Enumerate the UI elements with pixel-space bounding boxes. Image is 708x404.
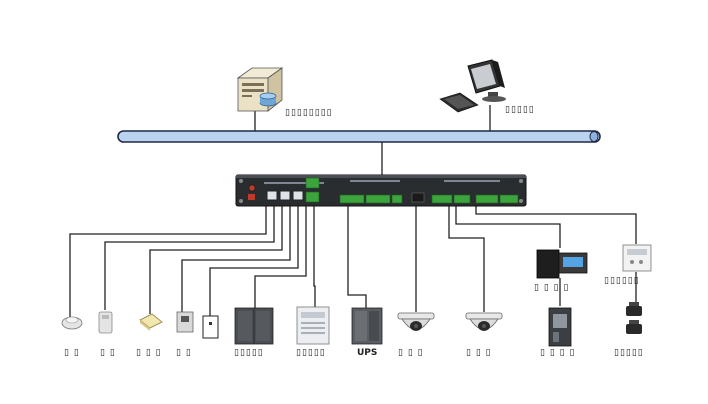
temp-humidity-sensor-icon [139, 313, 163, 331]
infrared-detector-icon [202, 315, 219, 339]
dome-camera-icon-2 [465, 312, 503, 331]
link-access [455, 205, 561, 248]
door-sensor-label: ▯ ▯ [176, 348, 192, 358]
network-bus [117, 130, 601, 143]
access-controller-icon [536, 249, 588, 279]
smoke-detector-label: ▯ ▯ [64, 348, 80, 358]
link-camera-right [448, 205, 485, 312]
power-meter-label: ▯▯▯▯▯▯ [604, 276, 640, 286]
access-lock-icon [548, 307, 572, 347]
link-water [104, 205, 275, 310]
server-icon [236, 67, 284, 112]
ups-unit-icon [351, 307, 383, 345]
water-sensor-label: ▯ ▯ [100, 348, 116, 358]
camera-left-label: ▯ ▯ ▯ [398, 348, 424, 358]
workstation-label: ▯▯▯▯▯ [505, 105, 535, 115]
link-cabinet [254, 205, 307, 310]
distribution-cabinet-label: ▯▯▯▯▯ [234, 348, 264, 358]
server-label: ▯▯▯▯▯▯▯▯ [285, 108, 333, 118]
link-door [181, 205, 291, 312]
camera-right-label: ▯ ▯ ▯ [466, 348, 492, 358]
water-sensor-icon [98, 311, 113, 334]
rack-controller-icon [235, 174, 527, 207]
alarm-devices-label: ▯▯▯▯▯ [614, 348, 644, 358]
air-conditioner-icon [296, 306, 330, 345]
link-temp [149, 205, 283, 314]
distribution-cabinet-icon [234, 307, 274, 345]
air-conditioner-label: ▯▯▯▯▯ [296, 348, 326, 358]
access-lock-label: ▯ ▯ ▯ ▯ [540, 348, 576, 358]
link-aircon [313, 205, 316, 310]
connection-lines [69, 105, 637, 318]
temp-humidity-label: ▯ ▯ ▯ [136, 348, 162, 358]
door-sensor-icon [176, 311, 194, 333]
ups-label: UPS [357, 348, 378, 358]
link-ups [347, 205, 367, 308]
link-meter [475, 205, 637, 244]
access-control-label: ▯ ▯ ▯ ▯ [534, 283, 570, 293]
link-infrared [209, 205, 299, 316]
monitor-icon [439, 59, 506, 113]
link-smoke [69, 205, 267, 318]
smoke-detector-icon [61, 316, 83, 330]
dome-camera-icon [397, 312, 435, 331]
power-meter-icon [622, 244, 652, 272]
alarm-devices-icon [626, 302, 642, 334]
